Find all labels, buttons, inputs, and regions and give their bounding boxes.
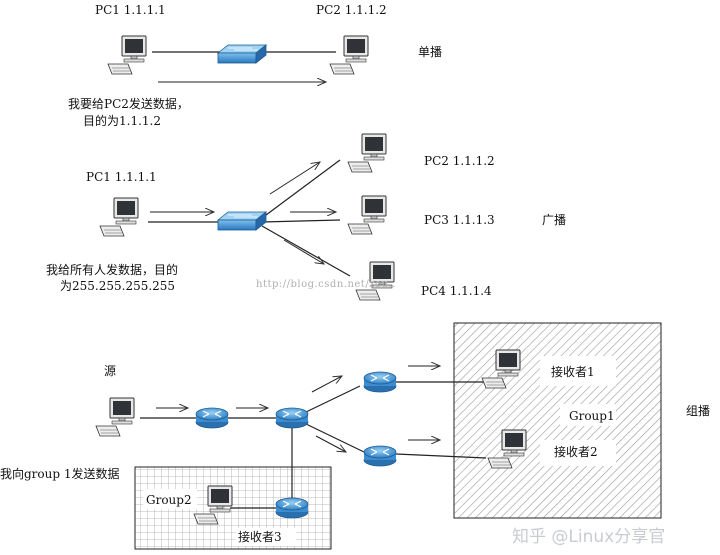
broadcast-pc1-computer-icon (99, 197, 139, 237)
unicast-switch-icon (217, 44, 267, 64)
source-computer-icon (95, 397, 135, 437)
multicast-section (95, 322, 662, 550)
group1-label: Group1 (569, 409, 615, 423)
unicast-note-line1: 我要给PC2发送数据， (68, 97, 189, 111)
broadcast-pc4-label: PC4 1.1.1.4 (421, 284, 492, 298)
group1-region (453, 322, 662, 519)
blog-watermark: http://blog.csdn.net/zou.. (256, 279, 396, 290)
pc2-computer-icon (347, 133, 387, 173)
router-4-icon (363, 445, 397, 467)
broadcast-mode-label: 广播 (542, 213, 567, 227)
unicast-section (107, 35, 369, 82)
broadcast-section (99, 133, 395, 301)
router-5-icon (275, 497, 309, 519)
unicast-note-line2: 目的为1.1.1.2 (83, 114, 161, 128)
router-2-icon (275, 407, 309, 429)
unicast-pc1-label: PC1 1.1.1.1 (95, 3, 166, 17)
multicast-mode-label: 组播 (686, 404, 711, 418)
receiver1-label: 接收者1 (551, 365, 595, 379)
router-3-icon (363, 371, 397, 393)
broadcast-note-line1: 我给所有人发数据，目的 (46, 263, 179, 277)
receiver2-label: 接收者2 (554, 445, 598, 459)
broadcast-pc3-label: PC3 1.1.1.3 (424, 213, 495, 227)
broadcast-pc2-label: PC2 1.1.1.2 (424, 154, 495, 168)
broadcast-pc1-label: PC1 1.1.1.1 (86, 170, 157, 184)
pc3-computer-icon (347, 195, 387, 235)
source-label: 源 (104, 364, 117, 378)
router-1-icon (195, 407, 229, 429)
unicast-mode-label: 单播 (418, 45, 443, 59)
broadcast-note-line2: 为255.255.255.255 (60, 279, 176, 293)
multicast-note: 我向group 1发送数据 (0, 467, 120, 481)
broadcast-switch-icon (217, 211, 267, 231)
unicast-pc2-label: PC2 1.1.1.2 (316, 3, 387, 17)
pc1-computer-icon (107, 35, 147, 75)
group2-label: Group2 (146, 493, 192, 507)
receiver3-label: 接收者3 (238, 530, 282, 544)
zhihu-brand-watermark: 知乎 @Linux分享官 (512, 527, 666, 547)
pc2-computer-icon (329, 35, 369, 75)
